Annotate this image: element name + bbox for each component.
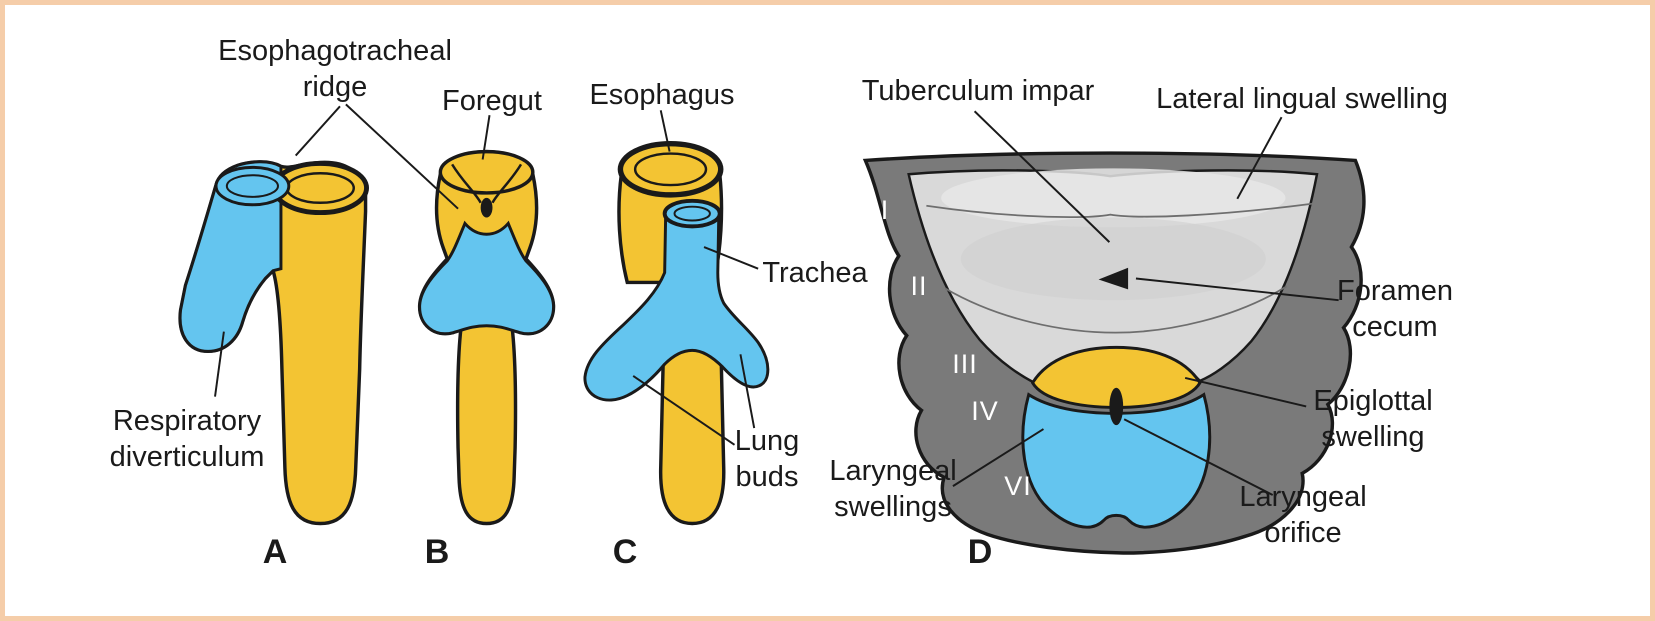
label-text: Laryngeal — [1239, 481, 1367, 513]
panel-b-esophagotracheal-ridge-pinch — [480, 197, 493, 218]
label-text: Epiglottal — [1313, 385, 1433, 417]
leader-respiratory-diverticulum — [214, 331, 225, 397]
leader-foramen-cecum — [1135, 277, 1339, 302]
leader-trachea — [703, 246, 759, 270]
label-text: Foramen — [1336, 275, 1454, 307]
label-tuberculum-impar: Tuberculum impar — [861, 75, 1095, 107]
diagram-canvas — [178, 103, 1366, 555]
panel-d-laryngeal-orifice-mark — [1109, 387, 1124, 426]
panel-c-trachea-lumen-line — [673, 205, 711, 222]
label-text: ridge — [302, 71, 368, 103]
panel-c-trachea-lung-buds-shape — [583, 208, 770, 402]
panel-letter-b: B — [424, 533, 450, 571]
panel-d-swelling-boundary-upper-line — [926, 202, 1313, 218]
panel-d-lateral-swelling-shading — [941, 168, 1286, 228]
panel-a-respiratory-lumen-line — [225, 174, 279, 198]
arch-numeral-2: II — [910, 271, 928, 301]
leader-epiglottal-swelling — [1184, 376, 1307, 408]
panel-c-esophagus-lower-shape — [659, 337, 726, 526]
label-respiratory-diverticulum: Respiratory diverticulum — [110, 403, 265, 475]
leader-lung-bud-left — [632, 375, 736, 446]
panel-c-trachea-opening — [662, 198, 722, 229]
label-foramen-cecum: Foramen cecum — [1337, 273, 1453, 345]
label-text: orifice — [1264, 517, 1342, 549]
label-text: Laryngeal — [829, 455, 957, 487]
panel-letter-a: A — [262, 533, 288, 571]
label-text: swelling — [1321, 421, 1425, 453]
label-esophagus: Esophagus — [589, 79, 735, 111]
panel-d-foramen-cecum-mark — [1098, 267, 1129, 290]
panel-a-respiratory-opening — [214, 165, 291, 207]
leader-laryngeal-swellings — [952, 428, 1044, 487]
label-foregut: Foregut — [442, 85, 542, 117]
label-text: diverticulum — [109, 441, 265, 473]
label-trachea: Trachea — [762, 257, 868, 289]
leader-ridge-to-panel-a — [294, 105, 341, 157]
panel-b-foregut-opening — [438, 149, 535, 195]
label-lateral-lingual-swelling: Lateral lingual swelling — [1156, 83, 1448, 115]
panel-d-laryngeal-swellings-shape — [1021, 392, 1212, 529]
arch-numeral-3: III — [952, 349, 978, 379]
label-lung-buds: Lung buds — [735, 423, 800, 495]
arch-numeral-6: VI — [1004, 471, 1032, 501]
leader-lines-group — [214, 103, 1339, 496]
panel-d-epiglottal-swelling-shape — [1030, 345, 1202, 409]
panel-letter-c: C — [612, 533, 638, 571]
panel-a-respiratory-diverticulum-shape — [178, 160, 283, 353]
label-text: cecum — [1352, 311, 1438, 343]
panel-b-septum-fold-right-line — [491, 163, 523, 204]
panel-letter-d: D — [967, 533, 993, 571]
label-text: Respiratory — [112, 405, 262, 437]
panel-d-group — [862, 151, 1366, 555]
panel-c-esophagus-opening — [617, 141, 724, 198]
leader-tuberculum-impar — [973, 110, 1111, 243]
panel-a-group — [178, 160, 370, 526]
panel-b-group — [417, 149, 556, 526]
label-text: buds — [735, 461, 799, 493]
arch-numeral-4: IV — [971, 396, 999, 426]
label-laryngeal-swellings: Laryngeal swellings — [829, 453, 956, 525]
leader-lung-bud-right — [739, 354, 756, 429]
arch-numeral-1: I — [880, 195, 890, 225]
label-epiglottal-swelling: Epiglottal swelling — [1313, 383, 1432, 455]
panel-d-copula-boundary-line — [944, 285, 1287, 334]
label-text: Esophagotracheal — [218, 35, 452, 67]
panel-b-septum-fold-left-line — [451, 163, 482, 204]
leader-ridge-to-panel-b — [345, 103, 459, 210]
leader-esophagus — [659, 110, 671, 152]
panel-b-respiratory-bud-shape — [418, 220, 555, 336]
panel-d-tuberculum-shading — [960, 217, 1266, 301]
leader-foregut — [481, 115, 491, 160]
label-text: Lung — [734, 425, 800, 457]
leader-laryngeal-orifice — [1123, 418, 1274, 496]
label-text: swellings — [834, 491, 952, 523]
label-laryngeal-orifice: Laryngeal orifice — [1239, 479, 1366, 551]
label-esophagotracheal-ridge: Esophagotracheal ridge — [218, 33, 452, 105]
leader-lateral-lingual-swelling — [1236, 116, 1283, 200]
panel-c-group — [583, 141, 770, 526]
panel-c-esophagus-lumen-line — [633, 152, 708, 187]
